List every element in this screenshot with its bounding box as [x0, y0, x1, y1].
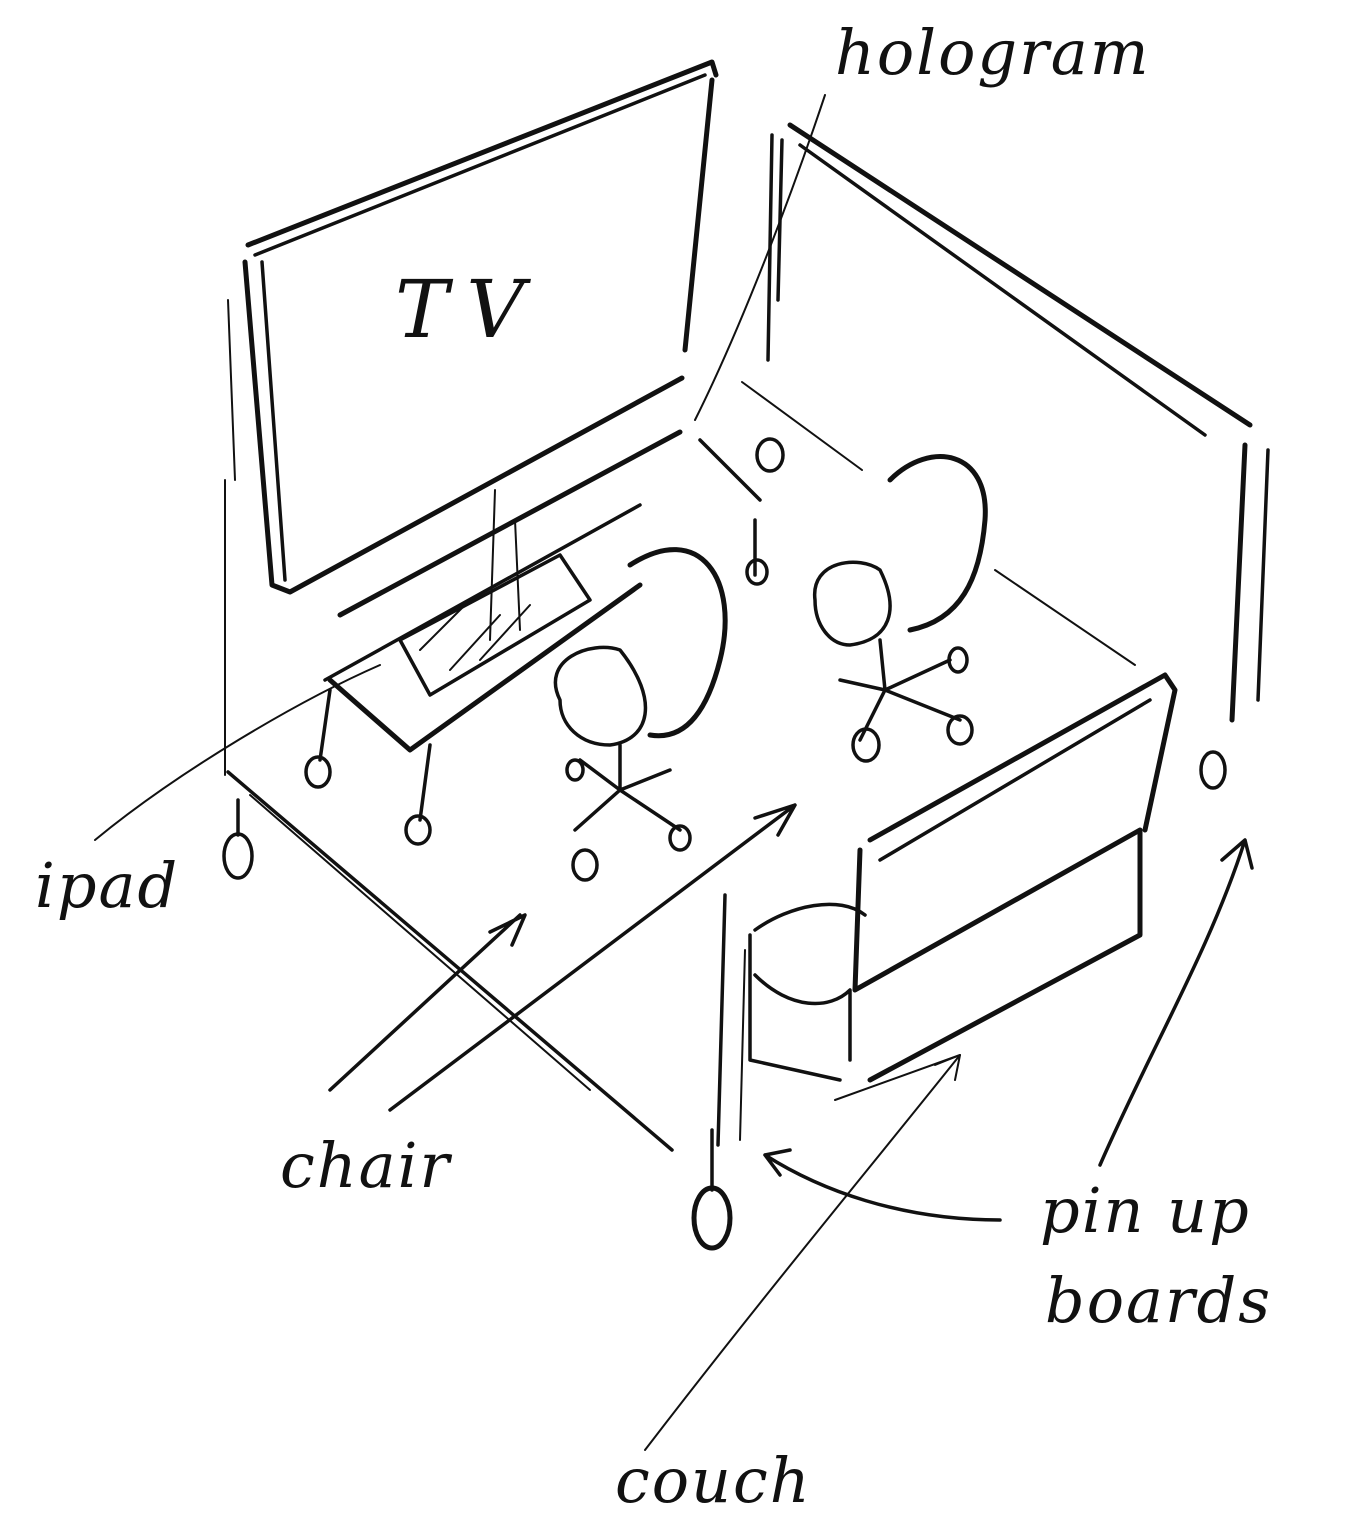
hologram-leader	[694, 94, 826, 421]
tv-label: TV	[395, 263, 543, 356]
annotation-arrows	[94, 94, 1254, 1451]
ipad-leader	[94, 664, 381, 841]
chair-front	[553, 547, 728, 882]
pin-up-board-back	[741, 122, 1270, 790]
tv-screen	[227, 59, 719, 595]
couch-arrow	[644, 1054, 961, 1451]
chair-label: chair	[280, 1129, 452, 1202]
couch-label: couch	[615, 1444, 812, 1517]
wheel-icon	[222, 832, 254, 880]
couch	[748, 672, 1178, 1101]
chair-back	[813, 454, 988, 763]
pin-up-arrow-1	[763, 1148, 1002, 1222]
chair-arrow-2	[388, 803, 797, 1112]
desk	[304, 429, 769, 846]
wheel-icon	[691, 1185, 733, 1251]
wheel-icon	[1199, 750, 1227, 790]
ipad-label: ipad	[35, 849, 180, 922]
pin-up-label: pin up	[1040, 1174, 1251, 1247]
left-panel	[222, 479, 674, 1152]
hologram-label: hologram	[835, 16, 1151, 89]
pin-up-arrow-2	[1098, 838, 1254, 1167]
chair-arrow-1	[328, 913, 527, 1092]
boards-label: boards	[1045, 1264, 1273, 1337]
pin-up-board-front	[691, 893, 746, 1251]
wheel-icon	[755, 437, 785, 473]
